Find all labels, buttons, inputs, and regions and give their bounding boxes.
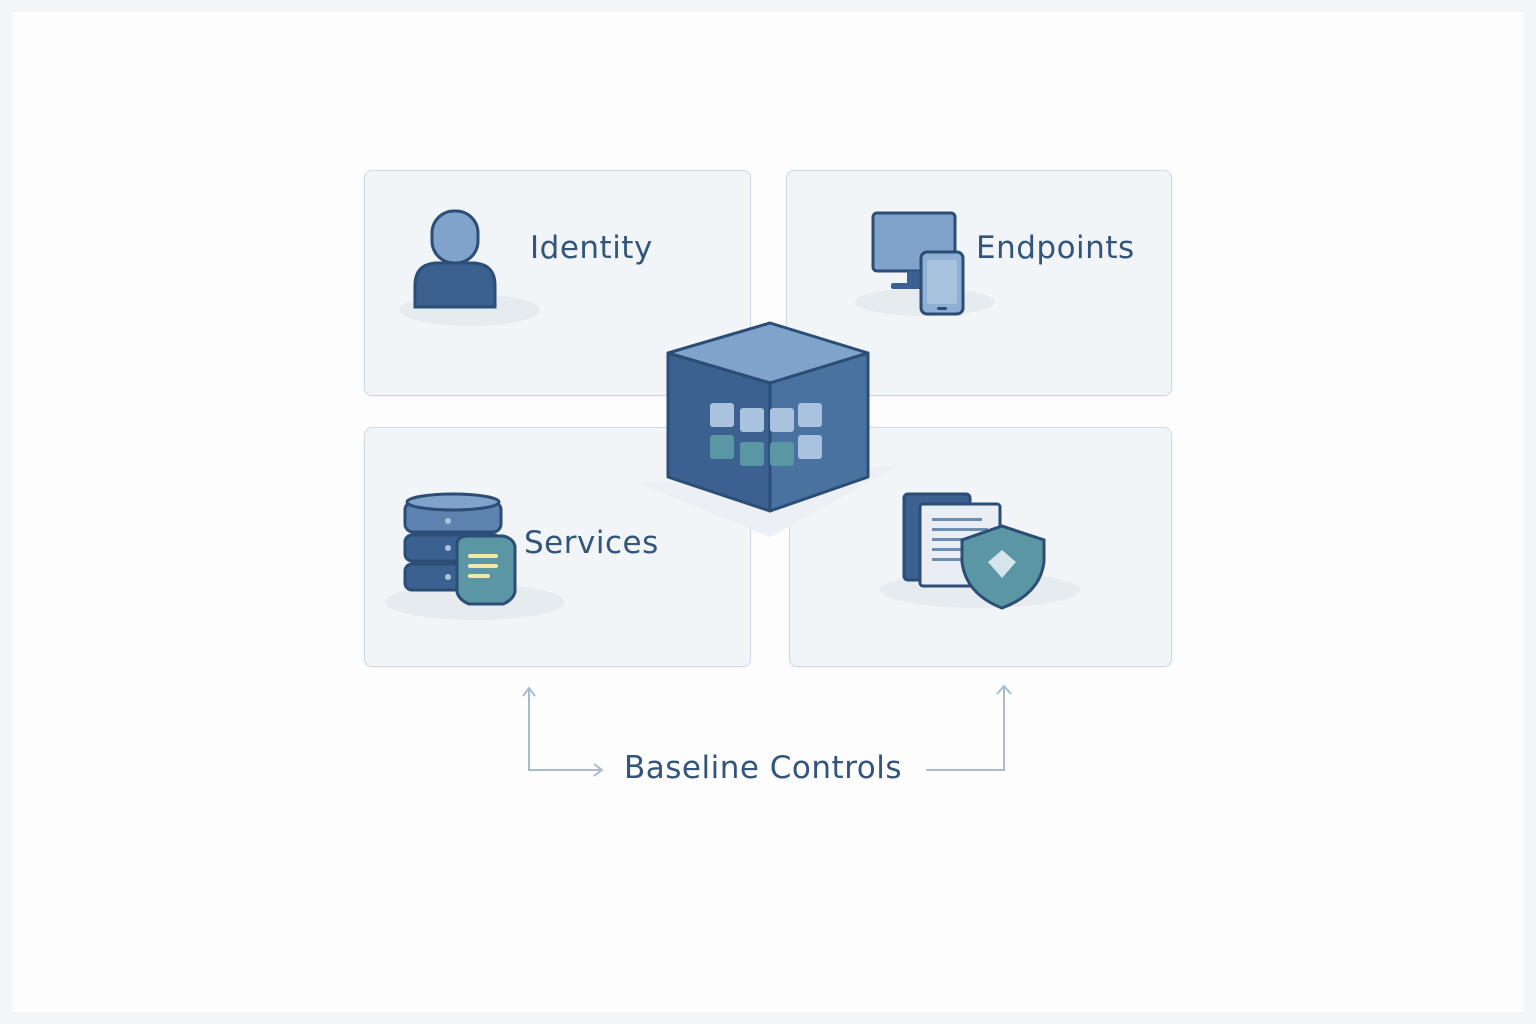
baseline-controls-caption: Baseline Controls bbox=[624, 750, 902, 786]
monitor-tablet-icon bbox=[855, 211, 995, 316]
document-shield-icon bbox=[880, 492, 1080, 610]
identity-label: Identity bbox=[530, 230, 653, 266]
cube-grid-icon bbox=[638, 321, 900, 537]
server-stack-icon bbox=[385, 492, 565, 620]
user-icon bbox=[400, 209, 540, 326]
endpoints-label: Endpoints bbox=[976, 230, 1135, 266]
baseline-connector-right bbox=[926, 684, 1012, 771]
services-label: Services bbox=[524, 525, 659, 561]
baseline-connector-left bbox=[522, 686, 604, 777]
